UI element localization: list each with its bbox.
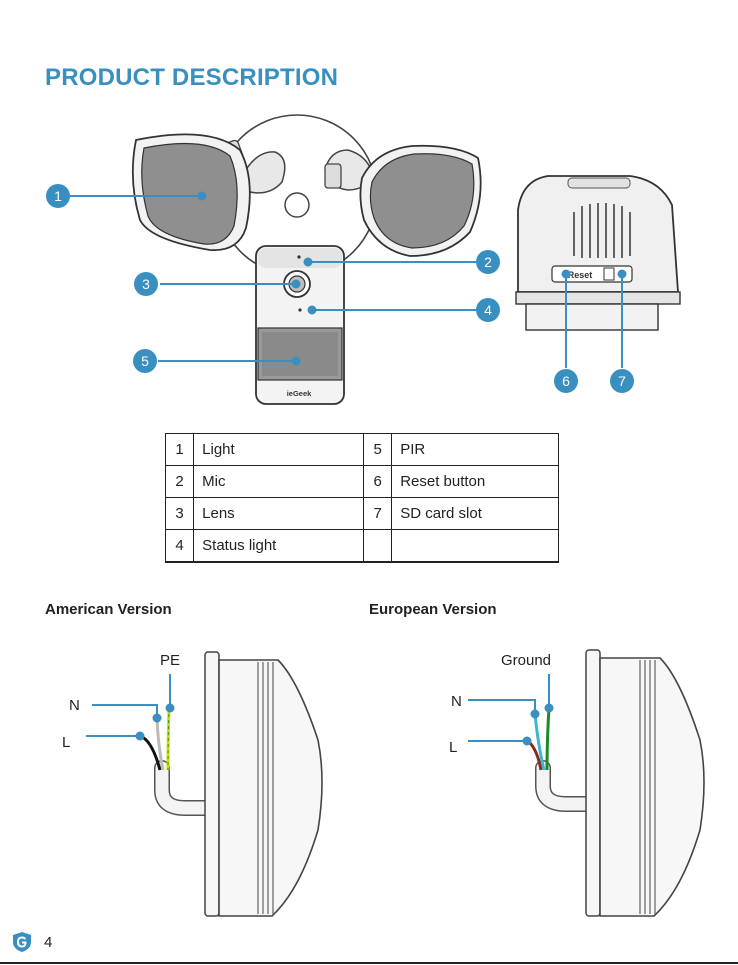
sd-slot — [604, 268, 614, 280]
neutral-label: N — [69, 697, 80, 714]
marker-3: 3 — [134, 272, 158, 296]
part-label: Light — [194, 434, 364, 466]
neutral-label: N — [451, 693, 462, 710]
pe-label: PE — [160, 652, 180, 669]
page-title: PRODUCT DESCRIPTION — [45, 64, 338, 92]
table-row: 2 Mic 6 Reset button — [166, 466, 559, 498]
part-label: Lens — [194, 498, 364, 530]
american-version-heading: American Version — [45, 601, 172, 618]
reset-label: Reset — [568, 270, 593, 280]
part-number: 4 — [166, 530, 194, 562]
footer-divider — [0, 962, 738, 964]
part-label: Reset button — [392, 466, 559, 498]
part-number: 3 — [166, 498, 194, 530]
svg-text:5: 5 — [141, 353, 149, 369]
marker-6: 6 — [554, 369, 578, 393]
part-number: 6 — [364, 466, 392, 498]
part-label: PIR — [392, 434, 559, 466]
product-diagram: ieGeek Reset 1 2 3 4 5 6 7 — [0, 110, 738, 410]
svg-text:4: 4 — [484, 302, 492, 318]
svg-text:2: 2 — [484, 254, 492, 270]
marker-4: 4 — [476, 298, 500, 322]
part-label: Mic — [194, 466, 364, 498]
part-label: Status light — [194, 530, 364, 562]
marker-7: 7 — [610, 369, 634, 393]
table-row: 3 Lens 7 SD card slot — [166, 498, 559, 530]
part-number: 7 — [364, 498, 392, 530]
shield-g-logo-icon — [11, 931, 33, 953]
status-light — [298, 308, 301, 311]
part-label: SD card slot — [392, 498, 559, 530]
part-number: 2 — [166, 466, 194, 498]
american-wiring-diagram: PE N L — [0, 640, 369, 920]
parts-table: 1 Light 5 PIR 2 Mic 6 Reset button 3 Len… — [165, 433, 559, 563]
brand-label: ieGeek — [287, 389, 312, 398]
european-wiring-diagram: Ground N L — [369, 640, 738, 920]
live-label: L — [449, 739, 457, 756]
mic-hole — [297, 255, 300, 258]
part-number: 1 — [166, 434, 194, 466]
part-label — [392, 530, 559, 562]
live-label: L — [62, 734, 70, 751]
table-row: 4 Status light — [166, 530, 559, 562]
european-version-heading: European Version — [369, 601, 497, 618]
svg-text:3: 3 — [142, 276, 150, 292]
marker-1: 1 — [46, 184, 70, 208]
ground-label: Ground — [501, 652, 551, 669]
marker-2: 2 — [476, 250, 500, 274]
part-number — [364, 530, 392, 562]
svg-text:6: 6 — [562, 373, 570, 389]
mount-hole — [285, 193, 309, 217]
marker-5: 5 — [133, 349, 157, 373]
page-number: 4 — [44, 934, 52, 951]
svg-text:7: 7 — [618, 373, 626, 389]
part-number: 5 — [364, 434, 392, 466]
table-row: 1 Light 5 PIR — [166, 434, 559, 466]
svg-text:1: 1 — [54, 188, 62, 204]
